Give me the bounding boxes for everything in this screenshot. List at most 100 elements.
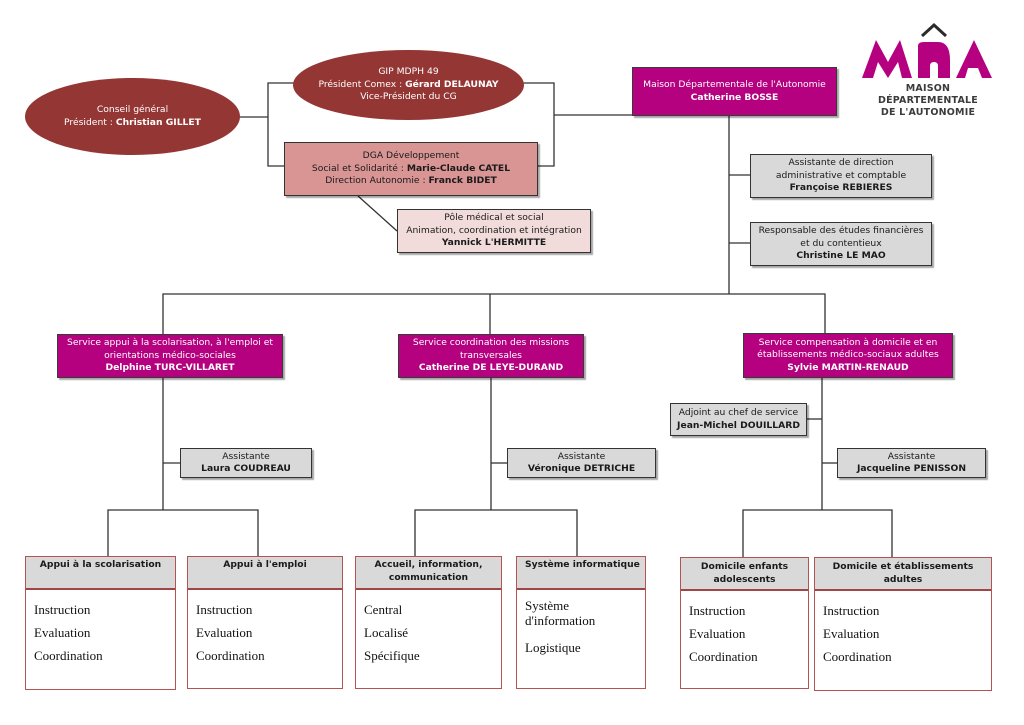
adjoint-title: Adjoint au chef de service (678, 407, 799, 418)
assistante-name: Véronique DETRICHE (527, 463, 636, 474)
dga-role-autonomie: Direction Autonomie : (325, 175, 429, 187)
unit-item: Evaluation (196, 625, 253, 640)
connector (742, 509, 893, 558)
unit-item: Evaluation (689, 626, 746, 641)
unit-item: Instruction (34, 602, 91, 617)
unit-title: Système informatique (517, 557, 645, 590)
gip-role: Président Comex : (318, 78, 406, 90)
mda-director-name: Catherine BOSSE (690, 91, 779, 103)
logo-letter-a (956, 40, 992, 78)
logo-caption-line2: DE L'AUTONOMIE (880, 107, 976, 118)
responsable-finances-name: Christine LE MAO (796, 250, 886, 262)
conseil-president-name: Christian GILLET (115, 116, 201, 128)
conseil-title: Conseil général (96, 104, 169, 115)
assistante-name: Laura COUDREAU (201, 463, 291, 474)
adjoint-node[interactable]: Adjoint au chef de service Jean-Michel D… (670, 403, 807, 436)
assistante-title: Assistante (222, 450, 270, 462)
responsable-finances-node[interactable]: Responsable des études financières et du… (750, 222, 932, 266)
gip-president-name: Gérard DELAUNAY (405, 78, 499, 90)
connector (357, 195, 398, 232)
unit-title: Accueil, information, communication (356, 557, 501, 590)
unit-items: Central Localisé Spécifique (356, 590, 501, 667)
unit-title: Domicile et établissements adultes (815, 558, 991, 591)
unit-systeme-informatique[interactable]: Système informatique Système d'informati… (516, 556, 646, 689)
pole-subtitle: Animation, coordination et intégration (406, 224, 582, 236)
dga-role-social: Social et Solidarité : (311, 162, 407, 174)
unit-appui-emploi[interactable]: Appui à l'emploi Instruction Evaluation … (187, 556, 343, 689)
mda-logo (862, 22, 992, 78)
responsable-finances-title: Responsable des études financières (758, 225, 924, 237)
pole-head-name: Yannick L'HERMITTE (441, 237, 547, 249)
service-title: Service appui à la scolarisation, à l'em… (67, 337, 273, 349)
assistante-node[interactable]: Assistante Jacqueline PENISSON (837, 448, 986, 478)
unit-domicile-adultes[interactable]: Domicile et établissements adultes Instr… (814, 557, 992, 691)
logo-letter-m (862, 40, 912, 78)
dga-name-social: Marie-Claude CATEL (406, 162, 511, 174)
connector (523, 82, 555, 167)
assistante-node[interactable]: Assistante Véronique DETRICHE (507, 448, 656, 478)
connector (162, 293, 826, 334)
mda-director-node[interactable]: Maison Départementale de l'Autonomie Cat… (632, 67, 837, 116)
unit-item: Coordination (823, 649, 892, 664)
unit-item: Central (364, 602, 403, 617)
logo-caption: MAISON DÉPARTEMENTALE DE L'AUTONOMIE (858, 83, 998, 119)
unit-item: Localisé (364, 625, 409, 640)
service-compensation-node[interactable]: Service compensation à domicile et en ét… (743, 333, 953, 378)
assistante-node[interactable]: Assistante Laura COUDREAU (180, 448, 312, 478)
conseil-general-node[interactable]: Conseil général Président : Christian GI… (25, 78, 240, 155)
service-head-name: Delphine TURC-VILLARET (105, 362, 235, 374)
unit-title: Domicile enfants adolescents (681, 558, 808, 591)
unit-item: Coordination (689, 649, 758, 664)
service-title: Service coordination des missions (412, 337, 570, 349)
assistant-direction-subtitle: administrative et comptable (775, 169, 907, 181)
unit-item: Instruction (689, 603, 746, 618)
assistante-title: Assistante (887, 450, 936, 462)
mda-title: Maison Départementale de l'Autonomie (643, 79, 826, 90)
unit-item: Instruction (196, 602, 253, 617)
assistant-direction-node[interactable]: Assistante de direction administrative e… (750, 154, 932, 198)
unit-item: Système d'information (525, 598, 596, 628)
unit-item: Coordination (196, 648, 265, 663)
unit-items: Système d'information Logistique (517, 590, 645, 659)
logo-letter-d (918, 42, 950, 78)
conseil-role: Président : (64, 116, 116, 128)
adjoint-name: Jean-Michel DOUILLARD (677, 419, 800, 431)
service-coordination-node[interactable]: Service coordination des missions transv… (398, 334, 584, 378)
dga-name-autonomie: Franck BIDET (428, 175, 497, 187)
unit-title: Appui à la scolarisation (26, 557, 175, 590)
unit-item: Spécifique (364, 648, 420, 663)
dga-title: DGA Développement (362, 150, 460, 162)
assistante-name: Jacqueline PENISSON (856, 463, 967, 474)
service-subtitle: orientations médico-sociales (104, 349, 236, 361)
dga-node[interactable]: DGA Développement Social et Solidarité :… (284, 142, 538, 196)
unit-items: Instruction Evaluation Coordination (815, 591, 991, 668)
assistant-direction-name: Françoise REBIERES (789, 182, 893, 194)
unit-item: Logistique (525, 640, 581, 655)
assistante-title: Assistante (557, 450, 606, 462)
unit-appui-scolarisation[interactable]: Appui à la scolarisation Instruction Eva… (25, 556, 176, 690)
connector (414, 509, 578, 556)
unit-domicile-enfants[interactable]: Domicile enfants adolescents Instruction… (680, 557, 809, 689)
service-head-name: Catherine DE LEYE-DURAND (418, 362, 564, 374)
unit-items: Instruction Evaluation Coordination (188, 590, 342, 667)
logo-caption-line1: MAISON DÉPARTEMENTALE (877, 83, 978, 106)
unit-item: Evaluation (823, 626, 880, 641)
unit-title: Appui à l'emploi (188, 557, 342, 590)
gip-title: GIP MDPH 49 (378, 66, 439, 78)
gip-subtitle: Vice-Président du CG (360, 91, 457, 103)
gip-mdph-node[interactable]: GIP MDPH 49 Président Comex : Gérard DEL… (293, 50, 524, 120)
unit-item: Instruction (823, 603, 880, 618)
unit-items: Instruction Evaluation Coordination (681, 591, 808, 668)
unit-item: Evaluation (34, 625, 91, 640)
service-head-name: Sylvie MARTIN-RENAUD (787, 361, 909, 373)
pole-medical-node[interactable]: Pôle médical et social Animation, coordi… (397, 209, 591, 253)
service-scolarisation-node[interactable]: Service appui à la scolarisation, à l'em… (57, 334, 283, 378)
pole-title: Pôle médical et social (444, 212, 544, 224)
unit-item: Coordination (34, 648, 103, 663)
unit-accueil-information[interactable]: Accueil, information, communication Cent… (355, 556, 502, 689)
service-subtitle: transversales (460, 349, 522, 361)
unit-items: Instruction Evaluation Coordination (26, 590, 175, 667)
service-subtitle: établissements médico-sociaux adultes (757, 349, 939, 361)
responsable-finances-subtitle: et du contentieux (800, 237, 882, 249)
